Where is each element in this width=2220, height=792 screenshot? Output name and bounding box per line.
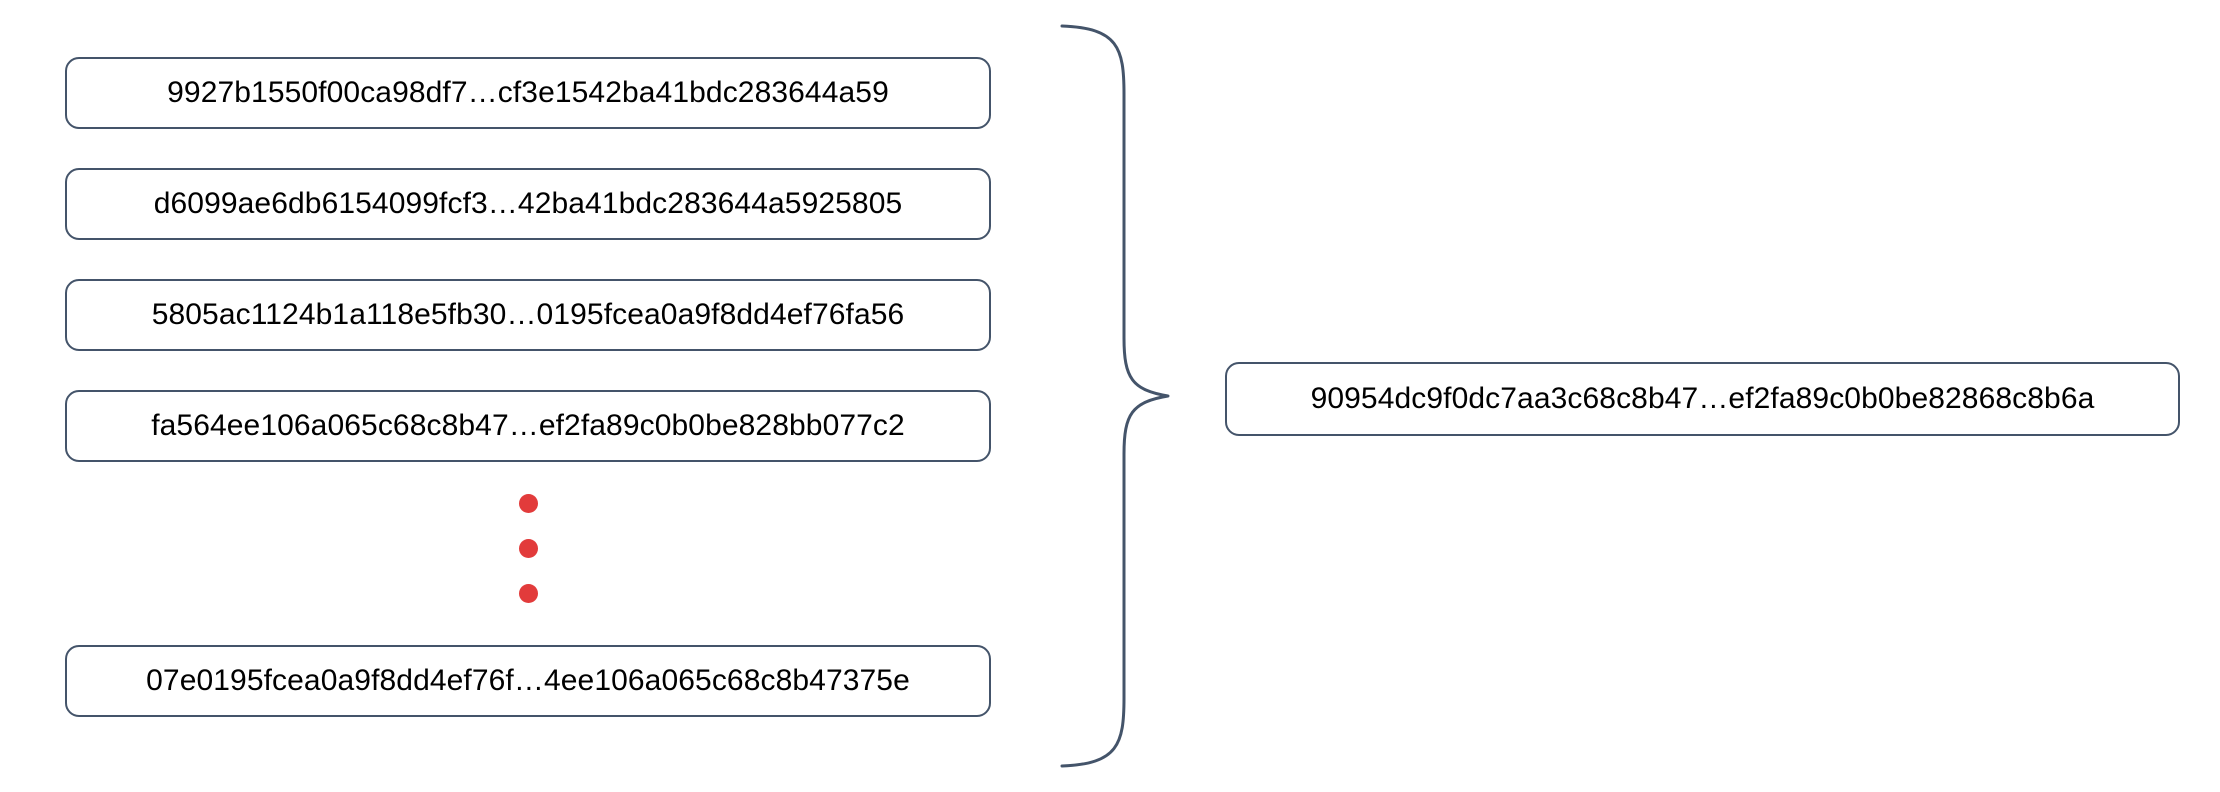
aggregate-hash-box[interactable]: 90954dc9f0dc7aa3c68c8b47…ef2fa89c0b0be82…: [1225, 362, 2180, 436]
aggregate-hash-text: 90954dc9f0dc7aa3c68c8b47…ef2fa89c0b0be82…: [1310, 382, 2095, 415]
input-hash-box-4[interactable]: fa564ee106a065c68c8b47…ef2fa89c0b0be828b…: [65, 390, 991, 462]
input-hash-text-3: 5805ac1124b1a118e5fb30…0195fcea0a9f8dd4e…: [151, 298, 905, 331]
input-hash-box-1[interactable]: 9927b1550f00ca98df7…cf3e1542ba41bdc28364…: [65, 57, 991, 129]
input-hash-box-3[interactable]: 5805ac1124b1a118e5fb30…0195fcea0a9f8dd4e…: [65, 279, 991, 351]
input-hash-text-4: fa564ee106a065c68c8b47…ef2fa89c0b0be828b…: [151, 409, 905, 442]
input-hash-text-5: 07e0195fcea0a9f8dd4ef76f…4ee106a065c68c8…: [146, 664, 910, 697]
ellipsis-dot-2: [518, 539, 538, 558]
input-hash-box-2[interactable]: d6099ae6db6154099fcf3…42ba41bdc283644a59…: [65, 168, 991, 240]
ellipsis-dot-3: [518, 584, 538, 603]
grouping-brace-icon: [1060, 24, 1170, 768]
input-hash-text-2: d6099ae6db6154099fcf3…42ba41bdc283644a59…: [153, 187, 903, 220]
input-hash-box-5[interactable]: 07e0195fcea0a9f8dd4ef76f…4ee106a065c68c8…: [65, 645, 991, 717]
vertical-ellipsis: [0, 494, 1056, 603]
ellipsis-dot-1: [518, 494, 538, 513]
input-hash-text-1: 9927b1550f00ca98df7…cf3e1542ba41bdc28364…: [167, 76, 889, 109]
